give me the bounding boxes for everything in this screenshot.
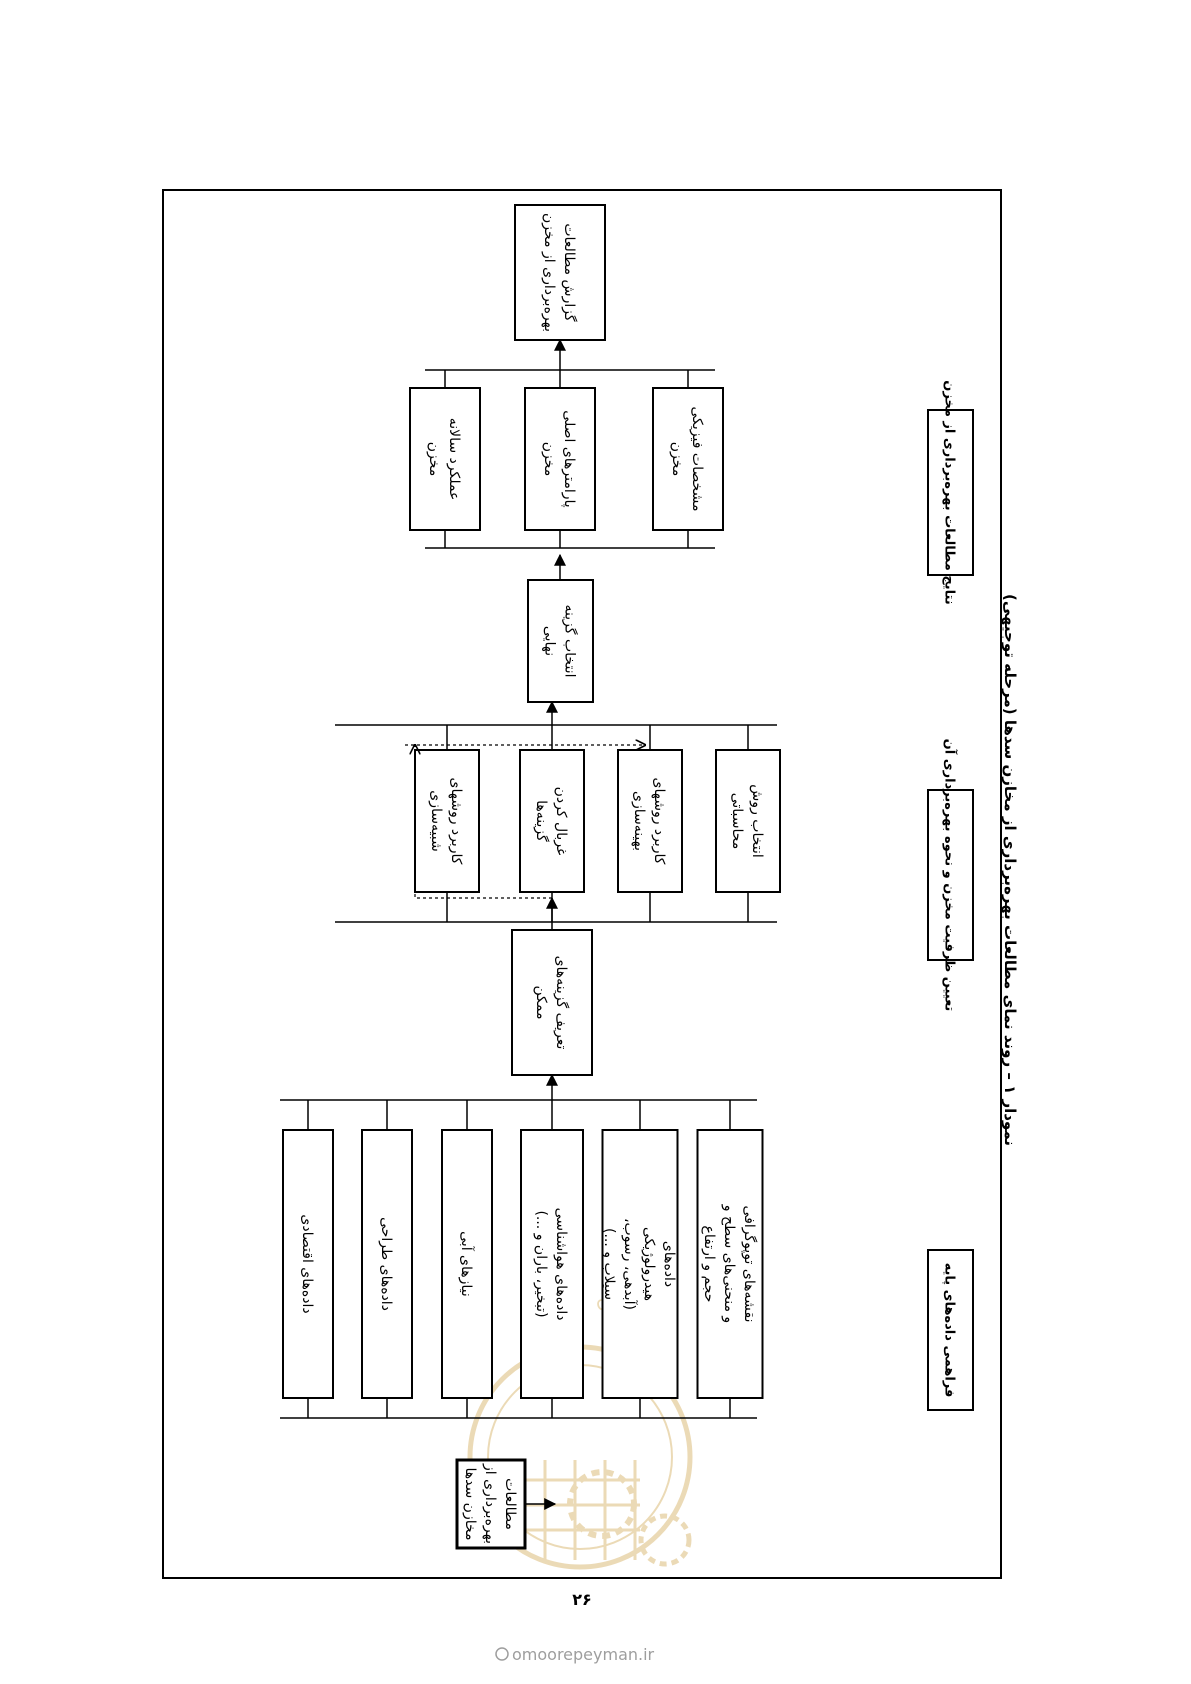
maps-label: و منحنی‌های سطح و <box>721 1204 737 1323</box>
start-label: بهره‌برداری از <box>482 1463 498 1544</box>
grid-icon <box>525 1460 640 1560</box>
maps-label: حجم و ارتفاع <box>701 1226 717 1303</box>
stage-results-label: نتایج مطالعات بهره‌برداری از مخزن <box>942 380 957 604</box>
stage-results-box <box>927 409 974 576</box>
start-label: مطالعات <box>502 1478 518 1530</box>
site-watermark: omoorepeyman.ir <box>495 1645 655 1664</box>
page-frame <box>162 189 1002 1579</box>
screen-label: گزینه‌ها <box>533 800 550 842</box>
meteo-label: (تبخیر، باران و ...) <box>533 1210 549 1317</box>
optimize-box <box>617 749 683 893</box>
maps-box <box>696 1129 764 1399</box>
physical-label: مخزن <box>669 442 685 477</box>
screen-label: غربال کردن <box>553 787 569 856</box>
economic-label: داده‌های اقتصادی <box>299 1214 315 1313</box>
calc-box <box>715 749 781 893</box>
stage-base_data-label: فراهمی داده‌های پایه <box>942 1263 957 1398</box>
design-box <box>361 1129 413 1399</box>
meteo-box <box>520 1129 584 1399</box>
start-label: مخازن سدها <box>462 1467 478 1540</box>
params-label: مخزن <box>541 442 557 477</box>
optimize-label: بهینه‌سازی <box>631 791 647 851</box>
physical-box <box>652 387 724 531</box>
stage-capacity-label: تعیین ظرفیت مخزن و نحوه بهره‌برداری آن <box>942 739 959 1012</box>
maps-label: نقشه‌های توپوگرافی <box>741 1206 758 1323</box>
at-icon <box>495 1647 509 1661</box>
simulate-label: شبیه‌سازی <box>428 790 444 851</box>
physical-label: مشخصات فیزیکی <box>689 407 705 512</box>
design-label: داده‌های طراحی <box>378 1217 394 1311</box>
params-box <box>524 387 596 531</box>
define-label: تعریف گزینه‌های <box>553 956 570 1050</box>
performance-label: عملکرد سالانه <box>446 418 462 501</box>
needs-box <box>441 1129 493 1399</box>
define-box <box>511 929 593 1076</box>
rotated-content: نمودار ۱ – روند نمای مطالعات بهره‌برداری… <box>280 204 1019 1550</box>
calc-label: محاسباتی <box>729 793 745 850</box>
screen-box <box>519 749 585 893</box>
stage-capacity-box <box>927 789 974 961</box>
hydro-label: هیدرولوژیکی <box>641 1227 657 1301</box>
performance-label: مخزن <box>426 442 442 477</box>
optimize-label: کاربرد روشهای <box>651 778 667 865</box>
hydro-label: سیلاب و ...) <box>601 1228 617 1300</box>
report-label: گزارش مطالعات <box>561 223 578 322</box>
report-label: بهره‌برداری از مخزن <box>541 213 557 332</box>
hydro-label: داده‌های <box>661 1241 677 1287</box>
simulate-label: کاربرد روشهای <box>448 778 464 865</box>
hydro-label: (آبدهی، رسوب، <box>621 1218 638 1310</box>
gear-icon <box>638 1513 692 1567</box>
hydro-box <box>601 1129 679 1399</box>
select-box <box>527 579 594 703</box>
performance-box <box>409 387 481 531</box>
page-number: ۲۶ <box>572 1590 592 1609</box>
stage-base_data-box <box>927 1249 974 1411</box>
economic-box <box>282 1129 334 1399</box>
report-box <box>514 204 606 341</box>
select-label: انتخاب گزینه <box>562 605 579 678</box>
calc-label: انتخاب روش <box>749 784 765 858</box>
diagram-caption: نمودار ۱ – روند نمای مطالعات بهره‌برداری… <box>1001 594 1019 1146</box>
define-label: ممکن <box>533 986 549 1020</box>
site-url: omoorepeyman.ir <box>512 1645 655 1664</box>
meteo-label: داده‌های هواشناسی <box>553 1208 569 1321</box>
needs-label: نیازهای آبی <box>458 1231 475 1297</box>
select-label: نهایی <box>542 626 558 656</box>
simulate-box <box>414 749 480 893</box>
params-label: پارامترهای اصلی <box>561 410 577 508</box>
